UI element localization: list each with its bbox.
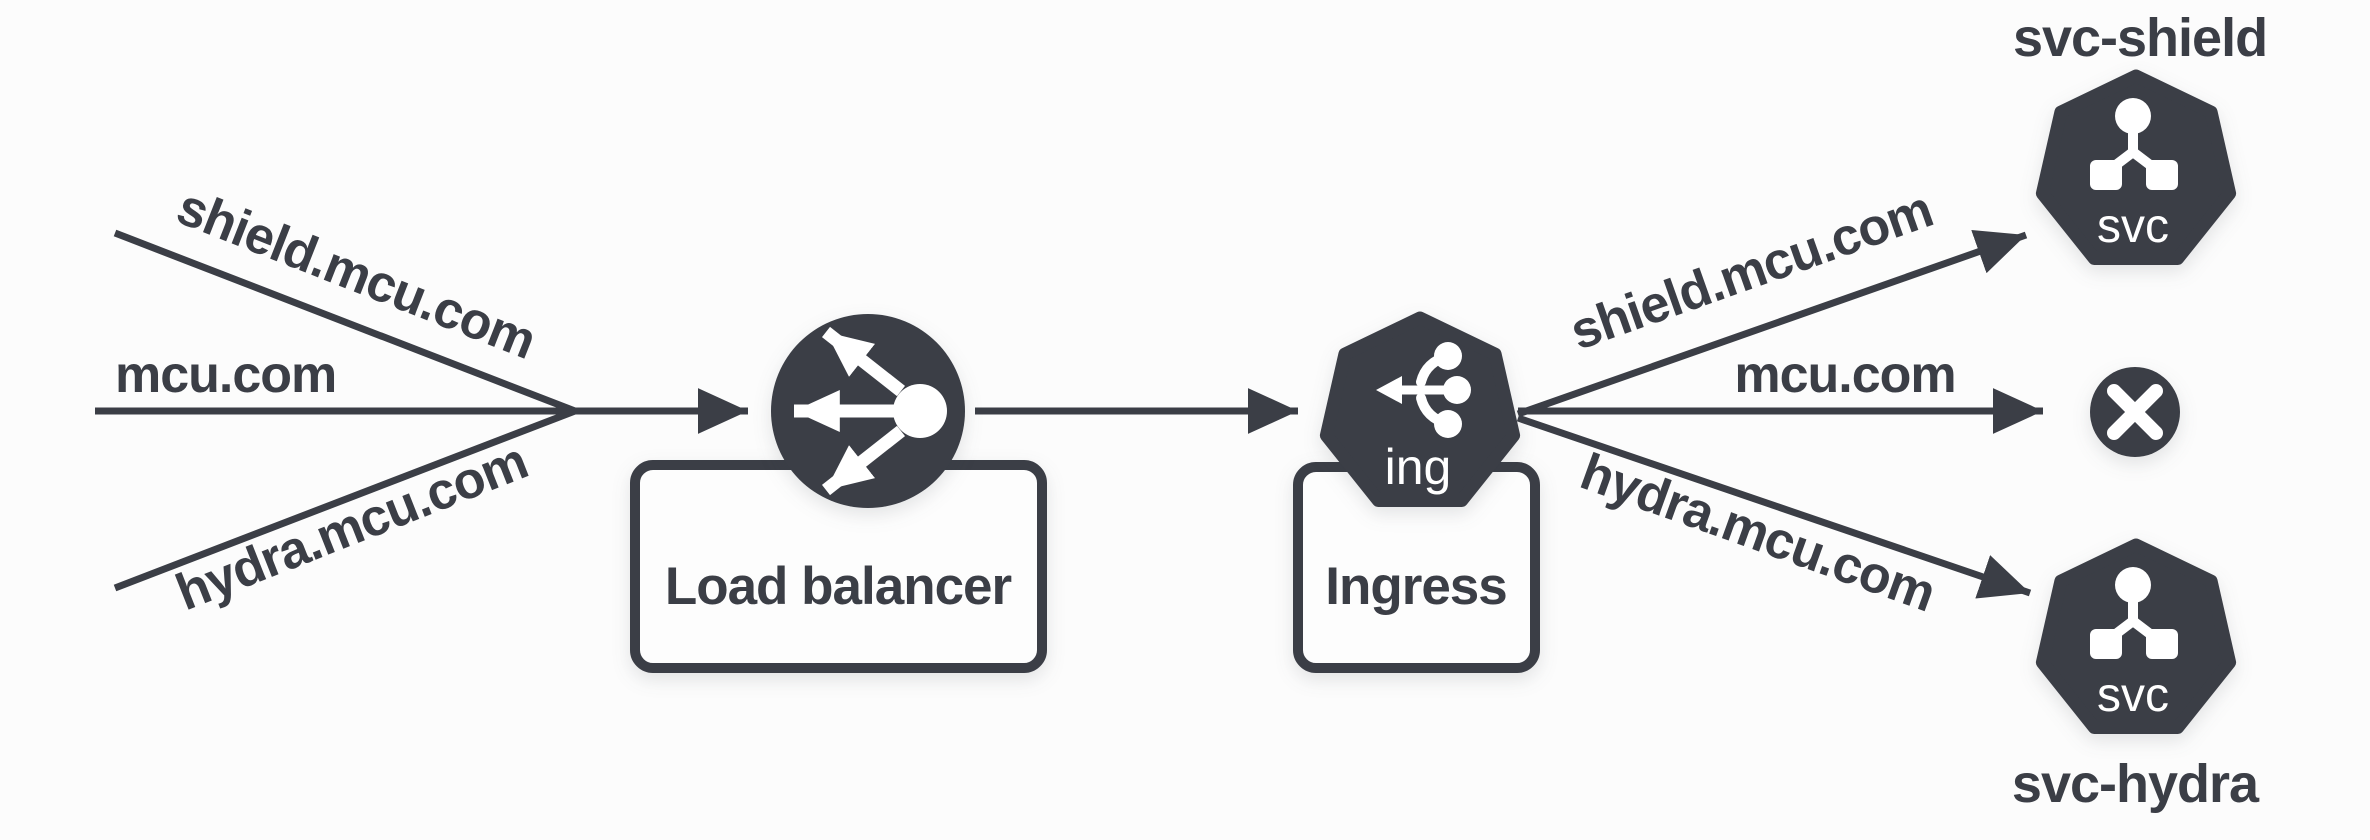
x-circle-icon: [2090, 367, 2180, 457]
svc-shield-node: svc-shield svc: [2013, 8, 2268, 265]
ingress-icon-text: ing: [1385, 439, 1452, 495]
ingress-label: Ingress: [1325, 557, 1507, 616]
route-hydra-host-label: hydra.mcu.com: [1573, 443, 1942, 623]
load-balancer-icon: [771, 314, 965, 508]
svc-hydra-title: svc-hydra: [2012, 754, 2260, 814]
svc-shield-title: svc-shield: [2013, 8, 2267, 68]
svc-hydra-node: svc svc-hydra: [2012, 538, 2261, 814]
incoming-root-host-label: mcu.com: [115, 346, 336, 404]
load-balancer-node: Load balancer: [630, 314, 1047, 673]
edge-shield-incoming: [113, 229, 577, 415]
svc-shield-icon-text: svc: [2097, 200, 2169, 253]
edge-hydra-incoming: [113, 407, 577, 592]
service-icon-shield: svc: [2035, 69, 2237, 265]
svc-hydra-icon-text: svc: [2097, 669, 2169, 722]
routing-fan: shield.mcu.com mcu.com hydra.mcu.com: [1516, 180, 2043, 623]
load-balancer-label: Load balancer: [665, 557, 1012, 616]
ingress-icon: ing: [1319, 311, 1521, 507]
route-root-host-label: mcu.com: [1734, 346, 1955, 404]
service-icon-hydra: svc: [2035, 538, 2237, 734]
ingress-node: ing Ingress: [1293, 311, 1540, 673]
edge-shield-route-arrow: [1516, 230, 2028, 418]
blocked-route-node: [2090, 367, 2180, 457]
incoming-hydra-host-label: hydra.mcu.com: [168, 432, 535, 622]
edge-hydra-route-arrow: [1516, 414, 2032, 599]
